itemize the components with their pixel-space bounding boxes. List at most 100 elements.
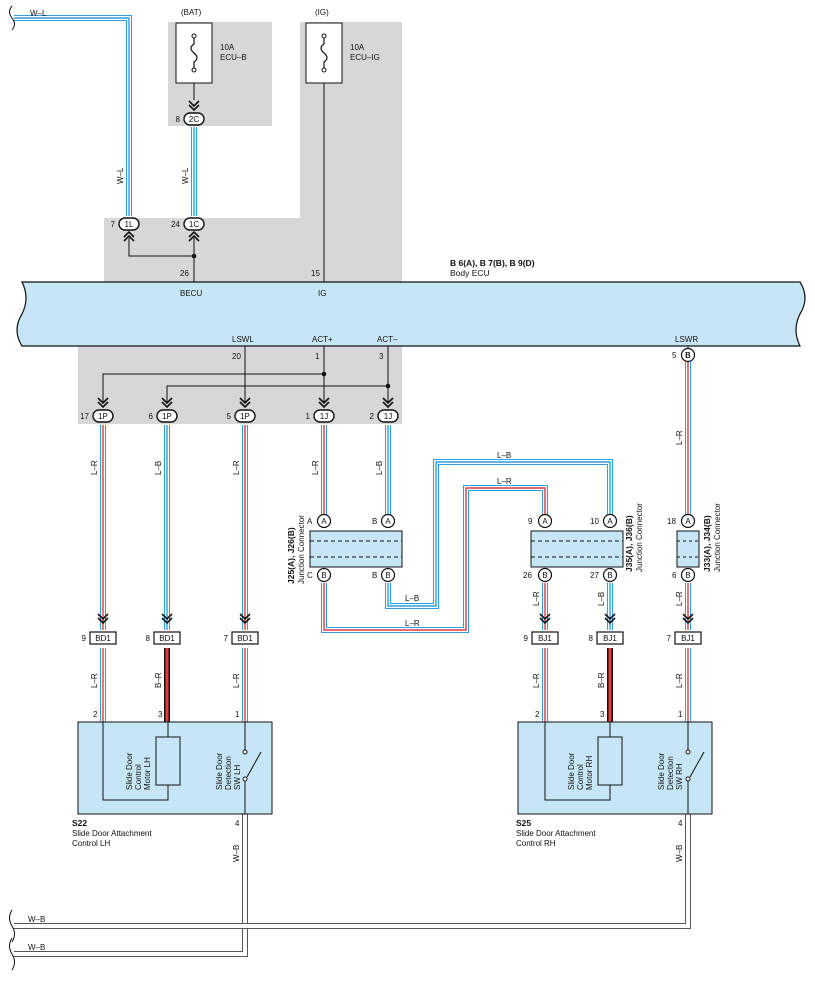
ecu-lswl-label: LSWL [232, 335, 254, 344]
s25-sw-l3: SW RH [675, 763, 684, 790]
j25-circle-bot-right: B [380, 567, 396, 583]
ig-label: (IG) [315, 8, 329, 17]
connector-1p-17-pin: 17 [80, 412, 89, 421]
j33-circle-top-letter: A [685, 517, 691, 526]
j25-circle-bot-left: B [316, 567, 332, 583]
connector-2c-label: 2C [189, 115, 199, 124]
ecu-title: B 6(A), B 7(B), B 9(D) [450, 258, 535, 268]
s22-sw-l2: Detection [224, 756, 233, 790]
j35-pin-bot-left: 26 [523, 571, 532, 580]
s25-name1: Slide Door Attachment [516, 829, 596, 838]
wire-lb-bj27: L–B [597, 592, 606, 606]
ecu-lswr-label: LSWR [675, 335, 698, 344]
s25-name2: Control RH [516, 839, 556, 848]
s25-pin1: 1 [678, 710, 683, 719]
j35-title: J35(A), J36(B) [624, 515, 634, 572]
connector-1c-label: 1C [189, 220, 199, 229]
wire-lr-s22-1: L–R [232, 673, 241, 688]
fuse-ecu-ig [305, 22, 343, 84]
wire-wb-s22 [14, 814, 248, 957]
wire-lr-s25-2: L–R [532, 673, 541, 688]
wire-lb-low: L–B [405, 594, 419, 603]
connector-1j-1: 1J1 [306, 397, 335, 423]
wire-wb-bottom-2: W–B [28, 943, 45, 952]
j25-circle-top-right: A [380, 513, 396, 529]
labels: (BAT) (IG) 10A ECU–B 10A ECU–IG B 6(A), … [28, 8, 722, 952]
connector-2c-pin: 8 [176, 115, 181, 124]
connector-bd1-8-label: BD1 [159, 634, 175, 643]
j35-circle-top-right-letter: A [607, 517, 613, 526]
wire-lr-route: L–R [497, 477, 512, 486]
connector-1j-1-pin: 1 [306, 412, 311, 421]
s22-id: S22 [72, 818, 87, 828]
fuse-ecu-b [175, 22, 213, 84]
s25-sw-l2: Detection [666, 756, 675, 790]
ecu-actm-label: ACT– [377, 335, 398, 344]
j35-pin-top-left: 9 [528, 517, 533, 526]
connector-1p-5: 1P 5 [227, 397, 256, 423]
s22-sw-l1: Slide Door [215, 752, 224, 790]
fuse-bat-rating: 10A [220, 43, 235, 52]
connector-1j-2: 1J 2 [370, 397, 399, 423]
junction-j35-body [530, 530, 624, 568]
wire-wb-s25 [14, 814, 691, 929]
j25-pin-top-right: B [372, 517, 377, 526]
j25-circle-top-right-letter: A [385, 517, 391, 526]
s22-motor-l1: Slide Door [125, 752, 134, 790]
j25-circle-top-left-letter: A [321, 517, 327, 526]
wire-j25c-lr-route [321, 485, 548, 633]
connector-2c: 2C 8 [176, 100, 205, 126]
ecu-lswr-letter: B [685, 351, 690, 360]
connector-1p-6-label: 1P [162, 412, 172, 421]
j25-circle-bot-left-letter: B [321, 571, 326, 580]
s25-pin2: 2 [535, 710, 540, 719]
ecu-lswl-pin: 20 [232, 352, 241, 361]
connector-1c: 1C 24 [171, 217, 205, 242]
connector-1p-5-label: 1P [240, 412, 250, 421]
wire-lr-2: L–R [232, 460, 241, 475]
wire-lb-1: L–B [154, 461, 163, 475]
connector-bj1-7-label: BJ1 [681, 634, 695, 643]
black-wires [102, 83, 689, 402]
s25-motor-l3: Motor RH [585, 756, 594, 790]
j33-pin-bot: 6 [672, 571, 677, 580]
wire-lr-rh-top: L–R [675, 430, 684, 445]
j33-circle-bot-letter: B [685, 571, 690, 580]
wire-br-s25-3: B–R [597, 672, 606, 688]
connector-1c-pin: 24 [171, 220, 180, 229]
s22-name1: Slide Door Attachment [72, 829, 152, 838]
connector-1j-2-label: 1J [384, 412, 392, 421]
j35-pin-top-right: 10 [590, 517, 599, 526]
connector-1p-5-pin: 5 [227, 412, 232, 421]
connector-bd1-7-pin: 7 [224, 634, 229, 643]
connector-1p-17-label: 1P [98, 412, 108, 421]
s25-sw-l1: Slide Door [657, 752, 666, 790]
connector-1p-6: 1P 6 [149, 397, 178, 423]
j25-pin-top-left: A [307, 517, 313, 526]
s22-component [77, 721, 273, 815]
j33-name: Junction Connector [713, 503, 722, 572]
ecu-ig-pin: 15 [311, 269, 320, 278]
s22-sw-l3: SW LH [233, 764, 242, 790]
fuse-ig-name: ECU–IG [350, 53, 380, 62]
connector-1p-17: 1P 17 [80, 397, 114, 423]
s25-pin4: 4 [678, 819, 683, 828]
s25-motor-l2: Control [576, 764, 585, 790]
lswr-circle: B [680, 347, 696, 363]
wire-lr-bj26: L–R [532, 591, 541, 606]
connector-1p-6-pin: 6 [149, 412, 154, 421]
connector-bd1-9-pin: 9 [82, 634, 87, 643]
junction-j25-body [309, 530, 403, 568]
wire-lr-bj6: L–R [675, 591, 684, 606]
s25-component [517, 721, 713, 815]
j33-circle-top: A [680, 513, 696, 529]
wire-wl-a: W–L [116, 167, 125, 184]
connector-1j-2-pin: 2 [370, 412, 375, 421]
s22-name2: Control LH [72, 839, 110, 848]
wire-j25b-lb-route [385, 459, 613, 609]
